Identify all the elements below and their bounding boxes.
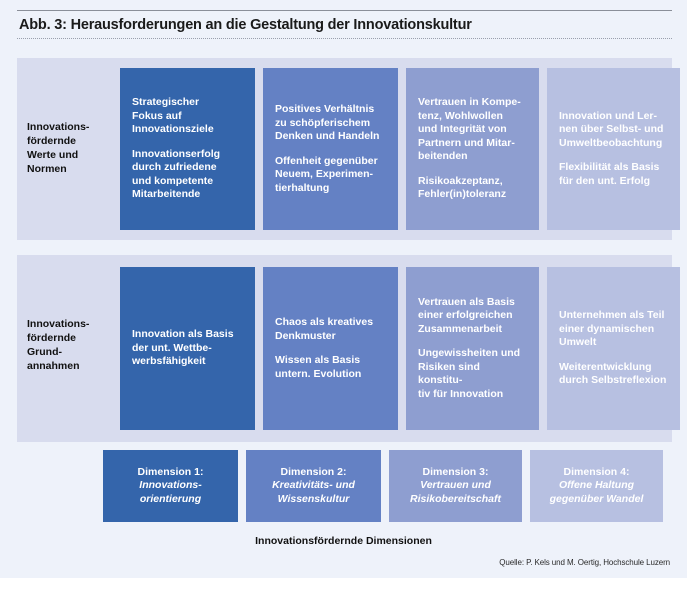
cell-r1c4-para1: Innovation und Ler- nen über Selbst- und… [559,109,664,149]
cell-r1c3: Vertrauen in Kompe- tenz, Wohlwollen und… [406,68,539,230]
cell-r1c3-para1: Vertrauen in Kompe- tenz, Wohlwollen und… [418,96,521,163]
row-panel-values-norms: Innovations- fördernde Werte und Normen … [17,58,680,240]
dimension-4-sub: Offene Haltung gegenüber Wandel [549,479,644,505]
cell-r1c3-para2: Risikoakzeptanz, Fehler(in)toleranz [418,174,507,201]
axis-caption: Innovationsfördernde Dimensionen [255,535,432,547]
row-label-values-norms: Innovations- fördernde Werte und Normen [27,121,90,175]
cell-r2c3: Vertrauen als Basis einer erfolgreichen … [406,267,539,430]
dimension-3: Dimension 3: Vertrauen und Risikobereits… [389,450,522,522]
cell-r2c1: Innovation als Basis der unt. Wettbe- we… [120,267,255,430]
row-panel-basic-assumptions: Innovations- fördernde Grund- annahmen I… [17,255,680,442]
cell-r1c2-para2: Offenheit gegenüber Neuem, Experimen- ti… [275,154,378,194]
dimension-2-head: Dimension 2: [280,465,347,478]
dimension-4-head: Dimension 4: [563,465,630,478]
cell-r1c1: Strategischer Fokus auf Innovationsziele… [120,68,255,230]
cell-r2c4: Unternehmen als Teil einer dynamischen U… [547,267,680,430]
header-rule-dotted [17,38,672,39]
dimension-1-head: Dimension 1: [137,465,204,478]
cell-r1c2-para1: Positives Verhältnis zu schöpferischem D… [275,103,380,142]
figure-title: Abb. 3: Herausforderungen an die Gestalt… [19,17,472,33]
cell-r2c4-para2: Weiterentwicklung durch Selbstreflexion [559,360,667,387]
cell-r1c1-para1: Strategischer Fokus auf Innovationsziele [132,96,214,136]
dimension-1: Dimension 1: Innovations- orientierung [103,450,238,522]
cell-r2c2: Chaos als kreatives Denkmuster Wissen al… [263,267,398,430]
cell-r1c4: Innovation und Ler- nen über Selbst- und… [547,68,680,230]
cell-r2c1-para1: Innovation als Basis der unt. Wettbe- we… [132,328,234,368]
figure-header: Abb. 3: Herausforderungen an die Gestalt… [17,10,672,39]
header-rule-top [17,10,672,11]
dimension-3-head: Dimension 3: [422,465,489,478]
cell-r1c4-para2: Flexibilität als Basis für den unt. Erfo… [559,161,660,187]
source-note: Quelle: P. Kels und M. Oertig, Hochschul… [499,558,670,567]
cell-r1c2: Positives Verhältnis zu schöpferischem D… [263,68,398,230]
dimension-4: Dimension 4: Offene Haltung gegenüber Wa… [530,450,663,522]
dimension-1-sub: Innovations- orientierung [139,479,202,505]
cell-r2c4-para1: Unternehmen als Teil einer dynamischen U… [559,309,665,349]
bottom-margin [0,578,687,591]
cell-r1c1-para2: Innovationserfolg durch zufriedene und k… [132,147,221,201]
cell-r2c2-para1: Chaos als kreatives Denkmuster [275,316,374,342]
dimension-3-sub: Vertrauen und Risikobereitschaft [409,479,502,505]
dimension-2-sub: Kreativitäts- und Wissenskultur [272,479,355,505]
cell-r2c3-para1: Vertrauen als Basis einer erfolgreichen … [418,295,515,335]
dimension-2: Dimension 2: Kreativitäts- und Wissensku… [246,450,381,522]
cell-r2c3-para2: Ungewissheiten und Risiken sind konstitu… [418,347,521,400]
row-label-basic-assumptions: Innovations- fördernde Grund- annahmen [27,318,90,372]
dimension-row: Dimension 1: Innovations- orientierung D… [0,450,687,522]
cell-r2c2-para2: Wissen als Basis untern. Evolution [275,354,362,380]
